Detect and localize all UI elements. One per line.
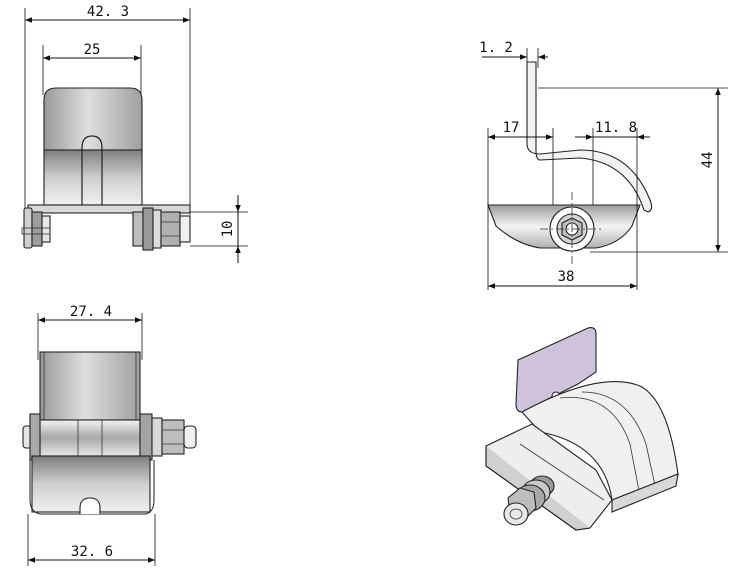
hinge-leaf-accent	[515, 327, 597, 413]
dim-label-32-6: 32. 6	[71, 544, 113, 560]
hinge-leaf-top	[39, 351, 141, 421]
nut	[161, 419, 185, 455]
dim-label-25: 25	[84, 42, 101, 58]
hinge-barrel	[39, 419, 141, 457]
dim-label-10: 10	[220, 221, 236, 238]
top-right-view: 1. 2 17 11. 8 44 38	[479, 40, 728, 290]
isometric-view	[485, 327, 679, 531]
dim-label-38: 38	[558, 269, 575, 285]
dim-label-44: 44	[700, 152, 716, 169]
hinge-leaf-upright	[43, 87, 143, 151]
dim-label-42-3: 42. 3	[87, 4, 129, 20]
dim-label-11-8: 11. 8	[595, 120, 637, 136]
bolt-assembly	[503, 475, 555, 526]
hinge-slot	[81, 135, 103, 205]
bottom-left-view: 27. 4 32. 6	[22, 304, 197, 566]
hinge-body	[43, 149, 143, 206]
dim-label-17: 17	[503, 120, 520, 136]
nut	[160, 211, 181, 247]
hinge-profile-leaf	[526, 61, 653, 213]
dim-label-27-4: 27. 4	[70, 304, 112, 320]
top-left-view: 42. 3 25 10	[21, 4, 248, 263]
dim-label-1-2: 1. 2	[479, 40, 513, 56]
